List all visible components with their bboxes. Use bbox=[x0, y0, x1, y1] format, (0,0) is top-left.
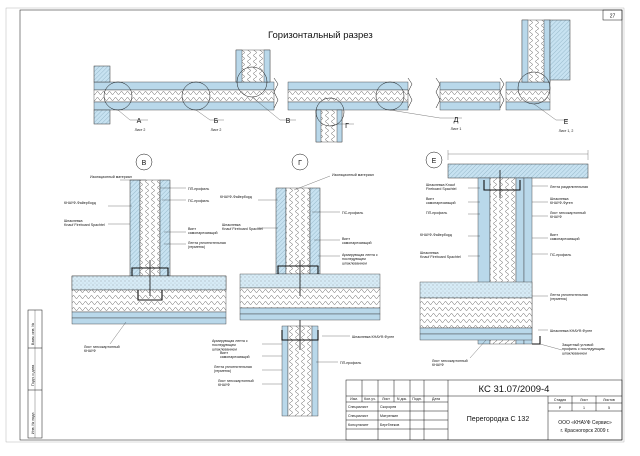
detail-e-label-10: ПС-профиль bbox=[550, 253, 571, 257]
plan-marker-e: Е bbox=[564, 119, 569, 126]
side-stamp bbox=[27, 309, 43, 439]
detail-e-label-4: КНАУФ-Файерборд bbox=[420, 233, 453, 237]
tb-head-6: Дата bbox=[432, 397, 440, 401]
detail-g-label-2: КНАУФ-Файерборд bbox=[220, 195, 253, 199]
tb-sheet-head: Лист bbox=[580, 398, 588, 402]
tb-stage-head: Стадия bbox=[554, 398, 566, 402]
side-stamp-2: Подп. и дата bbox=[31, 365, 35, 386]
detail-v-label-2: ПП-профиль bbox=[188, 187, 209, 191]
detail-e-label-3: ПП-профиль bbox=[426, 211, 447, 215]
detail-g-labels bbox=[258, 175, 350, 385]
detail-v-label-1: Изоляционный материал bbox=[90, 175, 132, 179]
tb-role-1: Специалист bbox=[348, 405, 369, 409]
detail-v-label-4: КНАУФ-Файерборд bbox=[64, 201, 97, 205]
tb-sheet-val: 1 bbox=[583, 406, 585, 410]
detail-g-label-7: Шпаклевка КНАУФ-Фуген bbox=[352, 335, 394, 339]
tb-org-1: ООО «КНАУФ Сервис» bbox=[558, 420, 612, 426]
sheet-number-box bbox=[602, 9, 623, 21]
tb-head-3: Лист bbox=[382, 397, 390, 401]
detail-v-letter: В bbox=[142, 160, 147, 167]
tb-stage-val: Р bbox=[559, 406, 562, 410]
detail-e-label-6: Лента разделительная bbox=[550, 185, 588, 189]
side-stamp-1: Взам. инв. № bbox=[31, 323, 35, 345]
plan-marker-a: А bbox=[137, 118, 142, 125]
detail-g-letter: Г bbox=[298, 160, 302, 167]
plan-marker-e-sheet: Лист 1, 2 bbox=[559, 129, 574, 133]
section-title: Горизонтальный разрез bbox=[268, 30, 373, 41]
detail-v-label-3: ПС-профиль bbox=[188, 199, 209, 203]
detail-e-label-12: Шпаклевка КНАУФ-Фуген bbox=[550, 329, 592, 333]
plan-strip bbox=[93, 19, 571, 143]
detail-g-label-11: ПП-профиль bbox=[340, 361, 361, 365]
plan-marker-d-sheet: Лист 1 bbox=[451, 127, 462, 131]
detail-e-labels bbox=[468, 185, 563, 359]
detail-g-label-10: Лента уплотнительная(герметик) bbox=[214, 365, 252, 373]
tb-head-5: Подп. bbox=[412, 397, 422, 401]
detail-e-letter: Е bbox=[432, 158, 437, 165]
plan-marker-g: Г bbox=[345, 123, 349, 130]
tb-name-3: Бергбнеков bbox=[380, 423, 399, 427]
detail-v bbox=[71, 153, 227, 325]
title-block bbox=[345, 379, 623, 441]
tb-head-1: Изм. bbox=[350, 397, 358, 401]
plan-marker-v: В bbox=[286, 118, 291, 125]
detail-v-labels bbox=[108, 179, 186, 345]
sheet-frame bbox=[19, 9, 623, 441]
sheet-number: 27 bbox=[610, 14, 616, 20]
tb-org-2: г. Красногорск 2009 г. bbox=[561, 428, 610, 434]
title-name: Перегородка С 132 bbox=[467, 416, 530, 423]
side-stamp-3: Инв. № подл. bbox=[31, 412, 35, 434]
tb-role-3: Консультант bbox=[348, 423, 369, 427]
plan-marker-d: Д bbox=[454, 117, 459, 124]
tb-head-4: N док. bbox=[397, 397, 407, 401]
detail-g bbox=[239, 153, 381, 417]
tb-head-2: Кол.уч. bbox=[364, 397, 376, 401]
detail-g-label-3: ПС-профиль bbox=[342, 211, 363, 215]
plan-marker-b: Б bbox=[214, 118, 219, 125]
detail-e bbox=[419, 150, 589, 345]
tb-role-2: Специалист bbox=[348, 414, 369, 418]
detail-g-label-1: Изоляционный материал bbox=[332, 173, 374, 177]
tb-name-2: Матренкин bbox=[380, 414, 398, 418]
plan-marker-b-sheet: Лист 2 bbox=[211, 128, 222, 132]
detail-v-label-7: Лента уплотнительная(герметик) bbox=[188, 241, 226, 249]
tb-sheets-val: 5 bbox=[608, 406, 610, 410]
plan-marker-a-sheet: Лист 2 bbox=[135, 128, 146, 132]
sheet-outer bbox=[5, 7, 625, 443]
detail-e-label-11: Лента уплотнительная(герметик) bbox=[550, 293, 588, 301]
tb-name-1: Скорорев bbox=[380, 405, 396, 409]
tb-sheets-head: Листов bbox=[603, 398, 615, 402]
title-code: КС 31.07/2009-4 bbox=[479, 384, 550, 395]
